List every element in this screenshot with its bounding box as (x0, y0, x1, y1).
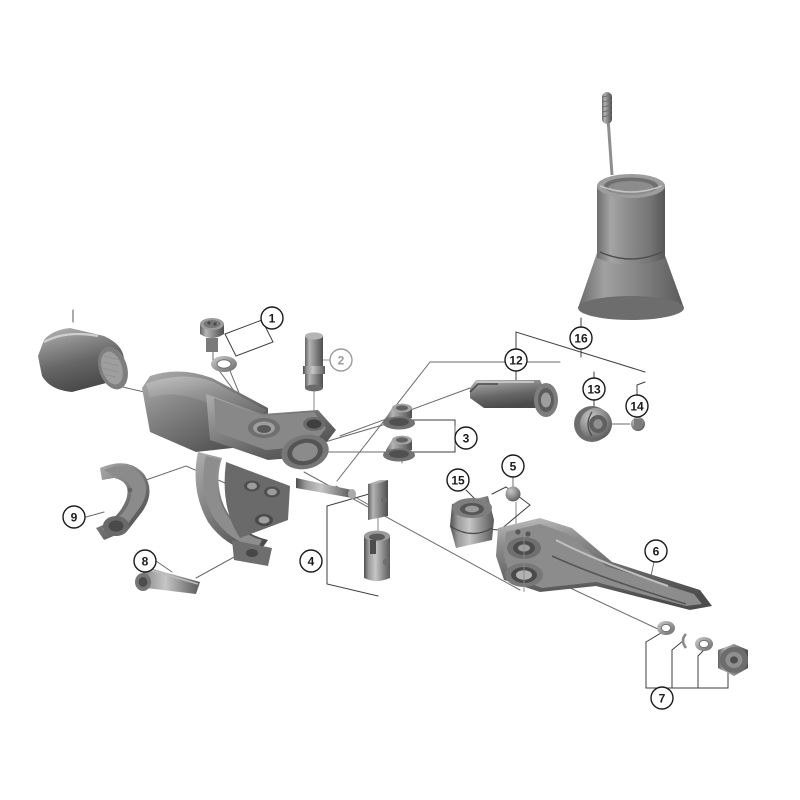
callout-label-4: 4 (308, 555, 315, 569)
callout-9[interactable]: 9 (62, 505, 86, 529)
callout-label-5: 5 (510, 460, 517, 474)
callout-label-6: 6 (653, 545, 660, 559)
callout-label-9: 9 (71, 511, 78, 525)
callout-15[interactable]: 15 (446, 468, 470, 492)
callout-label-15: 15 (451, 474, 465, 488)
callout-ring-4 (299, 549, 323, 573)
callout-label-7: 7 (659, 692, 666, 706)
callout-4[interactable]: 4 (299, 549, 323, 573)
callout-7[interactable]: 7 (650, 686, 674, 710)
callout-2[interactable]: 2 (329, 348, 353, 372)
callout-label-14: 14 (630, 400, 644, 414)
callout-ring-15 (446, 468, 470, 492)
callout-ring-9 (62, 505, 86, 529)
callout-ring-12 (504, 348, 528, 372)
callout-14[interactable]: 14 (625, 394, 649, 418)
part-clamp-band-9 (96, 463, 150, 540)
callout-label-2: 2 (338, 354, 345, 368)
part-pivot-pin-2 (303, 332, 325, 392)
part-push-rod-bush-15 (449, 496, 494, 548)
callout-ring-1 (260, 306, 284, 330)
part-lever-blade-6 (496, 518, 712, 610)
part-ball-5 (505, 486, 521, 502)
callout-label-16: 16 (574, 332, 588, 346)
callout-1[interactable]: 1 (260, 306, 284, 330)
part-pivot-hardware-7 (657, 621, 748, 676)
callout-ring-13 (582, 377, 606, 401)
part-master-cylinder (142, 371, 356, 566)
callout-ring-16 (569, 326, 593, 350)
callout-ring-14 (625, 394, 649, 418)
callout-label-13: 13 (587, 383, 601, 397)
part-reservoir-cup (578, 92, 684, 320)
callout-ring-3 (454, 426, 478, 450)
callout-5[interactable]: 5 (501, 454, 525, 478)
part-hose-pin-14 (631, 417, 645, 431)
callout-12[interactable]: 12 (504, 348, 528, 372)
callout-label-3: 3 (463, 432, 470, 446)
part-olive-insert-13 (574, 406, 612, 442)
part-clamp-bolt-8 (135, 568, 200, 594)
callout-ring-8 (133, 549, 157, 573)
callout-16[interactable]: 16 (569, 326, 593, 350)
callout-ring-7 (650, 686, 674, 710)
callout-3[interactable]: 3 (454, 426, 478, 450)
part-hose-sleeve-12 (469, 380, 558, 417)
part-handlebar-boot (38, 328, 128, 392)
part-grommet-3 (383, 403, 415, 462)
callout-ring-5 (501, 454, 525, 478)
callout-ring-6 (644, 539, 668, 563)
callout-8[interactable]: 8 (133, 549, 157, 573)
callout-label-8: 8 (142, 555, 149, 569)
part-plunger-4 (364, 480, 390, 581)
leader-lines (72, 309, 735, 689)
part-cap-screw-1 (200, 318, 237, 372)
callout-6[interactable]: 6 (644, 539, 668, 563)
callout-label-1: 1 (269, 312, 276, 326)
callout-ring-2 (329, 348, 353, 372)
callout-label-12: 12 (509, 354, 523, 368)
callout-13[interactable]: 13 (582, 377, 606, 401)
